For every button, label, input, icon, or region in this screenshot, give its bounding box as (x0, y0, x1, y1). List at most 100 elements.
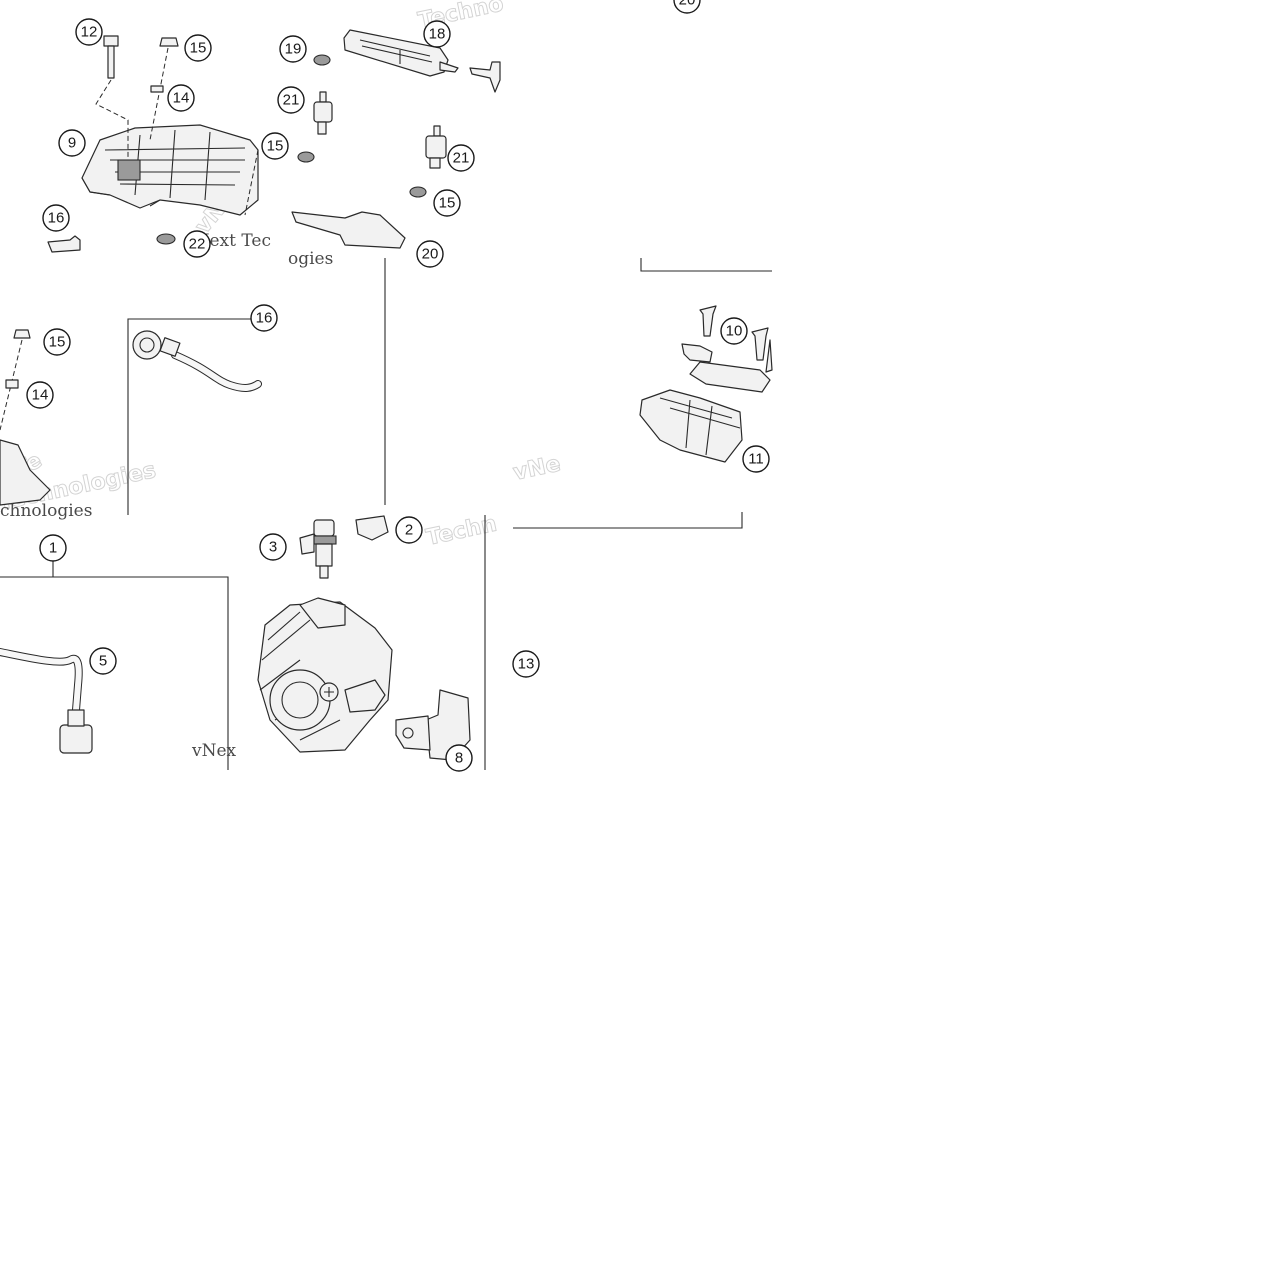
watermark-tech-2: ogies (288, 249, 333, 269)
sensor-probe (681, 343, 713, 363)
svg-text:9: 9 (68, 135, 76, 152)
svg-text:1: 1 (49, 540, 57, 557)
svg-text:20: 20 (679, 0, 696, 9)
watermark-outline-3: Techn (424, 512, 499, 551)
svg-text:13: 13 (518, 656, 535, 673)
injector-3-body (315, 543, 333, 567)
seal-15c (409, 186, 427, 198)
hose-16-fitting-inner (139, 337, 155, 353)
plate-20 (291, 211, 406, 249)
screw-10c (765, 339, 773, 373)
callout-15c: 15 (433, 189, 461, 217)
callout-16a: 16 (42, 204, 70, 232)
svg-text:18: 18 (429, 26, 446, 43)
injector-3-top (313, 519, 335, 537)
injector-3-ring (311, 535, 337, 545)
pump-cover-11-ribs (659, 397, 741, 456)
housing-foot (81, 177, 161, 207)
hose-16-inner (172, 352, 261, 391)
fuel-pump-module-9 (47, 35, 259, 253)
callout-1: 1 (39, 534, 67, 562)
callout-15b: 15 (261, 132, 289, 160)
pump-cover-assembly (639, 305, 773, 463)
pump-housing (81, 124, 259, 216)
throttle-bore-inner (281, 681, 319, 719)
frame-line-16 (127, 318, 258, 515)
svg-text:15: 15 (439, 195, 456, 212)
housing-connector (117, 159, 141, 181)
throttle-bore (269, 669, 331, 731)
valve-21a-body (313, 101, 333, 123)
fuel-filter-cluster (291, 29, 501, 249)
injector-3-tip (319, 565, 329, 579)
injector-3-connector (299, 533, 315, 555)
frame-line-11 (513, 512, 743, 529)
svg-text:15: 15 (49, 334, 66, 351)
frame-line-top-right (640, 258, 772, 272)
callout-layer: 12 15 14 9 16 22 20 18 19 21 15 21 15 20… (26, 0, 770, 772)
nut-15d (13, 329, 31, 339)
hose-16-collar (159, 337, 181, 357)
svg-text:11: 11 (748, 451, 764, 468)
clip-17 (469, 61, 501, 93)
callout-13: 13 (512, 650, 540, 678)
callout-12: 12 (75, 18, 103, 46)
watermark-layer: Techno Technologies Techn vNext vNe Te (0, 0, 563, 551)
bolt-12-shaft (107, 45, 115, 79)
washer-14a (150, 85, 164, 93)
callout-11: 11 (742, 445, 770, 473)
clip-2 (355, 515, 389, 541)
callout-15d: 15 (43, 328, 71, 356)
fuel-hose-16 (132, 330, 262, 392)
pump-cover-11 (639, 389, 743, 463)
throttle-body-ribs (259, 611, 341, 741)
svg-text:19: 19 (285, 41, 302, 58)
svg-text:21: 21 (453, 150, 470, 167)
svg-text:10: 10 (726, 323, 743, 340)
callout-10: 10 (720, 317, 748, 345)
valve-21b-bottom (429, 157, 441, 169)
assembly-frames (0, 258, 772, 770)
hose-5-collar (67, 709, 85, 727)
svg-text:20: 20 (422, 246, 439, 263)
hose-16-fitting (132, 330, 162, 360)
svg-text:5: 5 (99, 653, 107, 670)
svg-text:21: 21 (283, 92, 300, 109)
watermark-outline-5: vNe (511, 452, 563, 486)
svg-text:16: 16 (256, 310, 273, 327)
callout-20b: 20 (416, 240, 444, 268)
watermark-text-layer: vNext Tec ogies chnologies vNex (0, 231, 333, 761)
screw-10a (699, 305, 717, 337)
mid-left-hardware (0, 329, 51, 506)
canister-18-ribs (359, 39, 433, 64)
svg-text:3: 3 (269, 539, 277, 556)
svg-text:8: 8 (455, 750, 463, 767)
map-sensor-8 (395, 689, 471, 761)
seal-19 (313, 54, 331, 66)
callout-5: 5 (89, 647, 117, 675)
svg-text:15: 15 (267, 138, 284, 155)
mid-left-housing (0, 439, 51, 506)
watermark-tech-4: vNex (191, 741, 237, 761)
injector-assembly (299, 515, 389, 579)
valve-21b-body (425, 135, 447, 159)
throttle-sensor-arm (344, 679, 386, 713)
svg-text:14: 14 (32, 387, 49, 404)
callout-16b: 16 (250, 304, 278, 332)
callout-14b: 14 (26, 381, 54, 409)
throttle-plus (324, 687, 334, 697)
clamp-ring (689, 361, 771, 393)
grommet-22 (156, 233, 176, 245)
callout-3: 3 (259, 533, 287, 561)
callout-2: 2 (395, 516, 423, 544)
callout-20a: 20 (673, 0, 701, 14)
valve-21b-top (433, 125, 441, 137)
callout-8: 8 (445, 744, 473, 772)
screw-10b (751, 327, 769, 361)
callout-9: 9 (58, 129, 86, 157)
throttle-top-mount (299, 597, 346, 629)
watermark-tech-3: chnologies (0, 501, 92, 521)
hose-5-inner (0, 649, 82, 713)
hose-5-connector (59, 724, 93, 754)
